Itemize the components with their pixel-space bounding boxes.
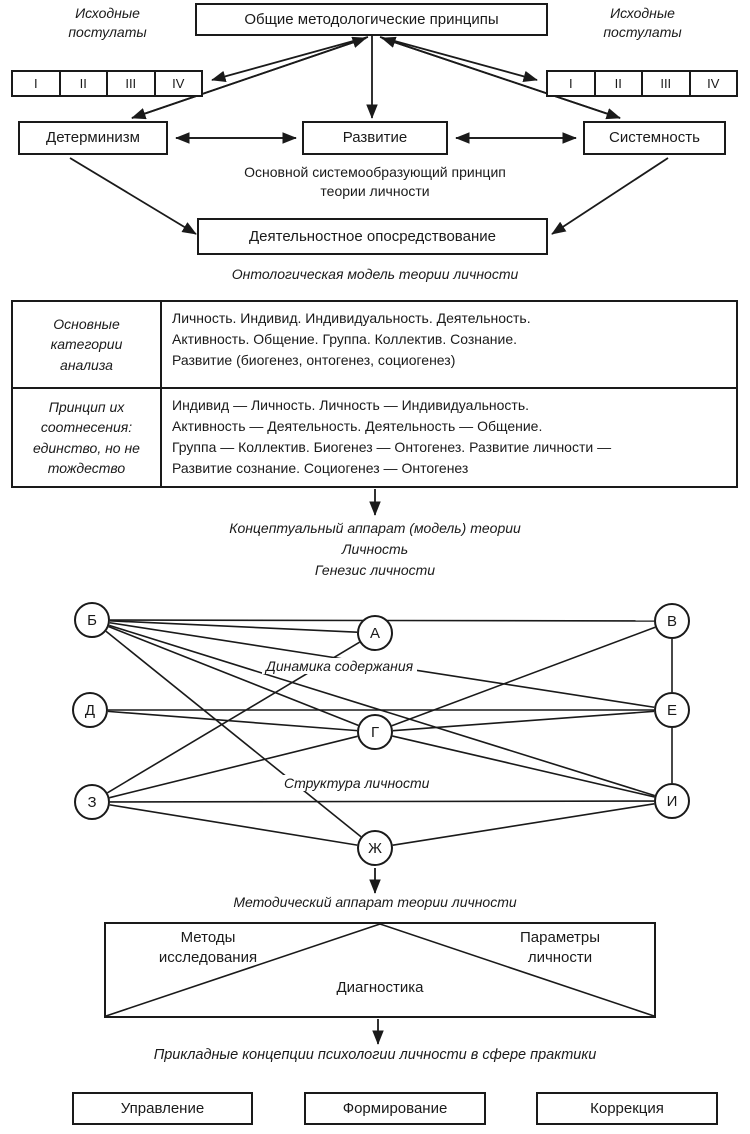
activity-mediation-label: Деятельностное опосредствование xyxy=(249,227,496,245)
graph-node-label: Г xyxy=(370,723,380,741)
postulate-cell: III xyxy=(108,72,156,95)
table-row-label: Принцип их соотнесения: единство, но не … xyxy=(13,389,162,486)
table-row-content: Индивид — Личность. Личность — Индивидуа… xyxy=(162,389,736,486)
graph-node-Б: Б xyxy=(74,602,110,638)
postulate-cell: II xyxy=(61,72,108,95)
graph-edge xyxy=(109,620,358,633)
postulate-cell: IV xyxy=(172,76,185,91)
development-label: Развитие xyxy=(342,129,408,147)
graph-node-label: А xyxy=(369,624,380,642)
graph-node-А: А xyxy=(357,615,393,651)
right-postulates-caption: Исходные постулаты xyxy=(603,5,682,40)
postulate-cell: I xyxy=(548,72,596,95)
diagnostics-label: Диагностика xyxy=(336,979,424,996)
graph-node-label: И xyxy=(666,792,678,810)
conceptual-apparatus-caption: Концептуальный аппарат (модель) теории Л… xyxy=(229,520,521,578)
method-apparatus-caption: Методический аппарат теории личности xyxy=(233,894,517,910)
table-line: Развитие сознание. Социогенез — Онтогене… xyxy=(172,460,469,476)
graph-node-В: В xyxy=(654,603,690,639)
development-box: Развитие xyxy=(302,121,448,155)
ontological-model-caption: Онтологическая модель теории личности xyxy=(231,266,519,282)
graph-node-Ж: Ж xyxy=(357,830,393,866)
table-line: Группа — Коллектив. Биогенез — Онтогенез… xyxy=(172,439,612,455)
determinism-box: Детерминизм xyxy=(18,121,168,155)
postulate-cell: IV xyxy=(707,76,720,91)
systemness-box: Системность xyxy=(583,121,726,155)
table-line: Активность — Деятельность. Деятельность … xyxy=(172,418,543,434)
table-line: Активность. Общение. Группа. Коллектив. … xyxy=(172,331,518,347)
graph-node-Д: Д xyxy=(72,692,108,728)
table-line: Индивид — Личность. Личность — Индивидуа… xyxy=(172,397,530,413)
graph-node-З: З xyxy=(74,784,110,820)
graph-edge xyxy=(109,800,655,803)
formation-box: Формирование xyxy=(304,1092,486,1125)
research-methods-label: Методы исследования xyxy=(158,929,258,966)
postulate-cell: III xyxy=(643,72,691,95)
table-row: Принцип их соотнесения: единство, но не … xyxy=(13,389,736,486)
correction-label: Коррекция xyxy=(590,1099,664,1117)
graph-node-Е: Е xyxy=(654,692,690,728)
table-line: Личность. Индивид. Индивидуальность. Дея… xyxy=(172,310,531,326)
left-postulates-caption: Исходные постулаты xyxy=(68,5,147,40)
determinism-label: Детерминизм xyxy=(46,129,140,147)
systemness-label: Системность xyxy=(609,129,700,147)
graph-node-label: З xyxy=(87,793,97,811)
graph-node-И: И xyxy=(654,783,690,819)
personality-parameters-label: Параметры личности xyxy=(520,929,600,966)
left-postulates-box: I II III IV xyxy=(11,70,203,97)
dynamics-label: Динамика содержания xyxy=(262,658,418,674)
main-principles-box: Общие методологические принципы xyxy=(195,3,548,36)
applied-concepts-caption: Прикладные концепции психологии личности… xyxy=(153,1047,597,1063)
postulate-cell: I xyxy=(13,72,61,95)
graph-edge xyxy=(392,803,655,846)
table-row-content: Личность. Индивид. Индивидуальность. Дея… xyxy=(162,302,736,387)
formation-label: Формирование xyxy=(342,1099,448,1117)
graph-node-label: Ж xyxy=(368,839,382,857)
activity-mediation-box: Деятельностное опосредствование xyxy=(197,218,548,255)
graph-edge xyxy=(107,710,358,732)
right-postulates-box: I II III IV xyxy=(546,70,738,97)
core-principle-caption: Основной системообразующий принцип теори… xyxy=(244,164,506,199)
main-principles-label: Общие методологические принципы xyxy=(244,10,499,28)
graph-node-label: Д xyxy=(84,701,96,719)
categories-table: Основные категории анализа Личность. Инд… xyxy=(11,300,738,488)
graph-edge xyxy=(108,624,656,797)
diagnostics-box xyxy=(104,922,656,1018)
management-box: Управление xyxy=(72,1092,253,1125)
graph-edge xyxy=(392,710,655,732)
graph-edge xyxy=(108,625,359,727)
graph-node-label: Е xyxy=(666,701,677,719)
postulate-cell: II xyxy=(596,72,643,95)
graph-edge xyxy=(391,626,656,727)
management-label: Управление xyxy=(120,1099,205,1117)
graph-edge xyxy=(109,804,358,846)
graph-node-Г: Г xyxy=(357,714,393,750)
table-row: Основные категории анализа Личность. Инд… xyxy=(13,302,736,389)
table-row-label: Основные категории анализа xyxy=(13,302,162,387)
correction-box: Коррекция xyxy=(536,1092,718,1125)
table-line: Развитие (биогенез, онтогенез, социогене… xyxy=(172,352,456,368)
structure-label: Структура личности xyxy=(280,775,434,791)
graph-node-label: Б xyxy=(87,611,97,629)
graph-node-label: В xyxy=(666,612,677,630)
